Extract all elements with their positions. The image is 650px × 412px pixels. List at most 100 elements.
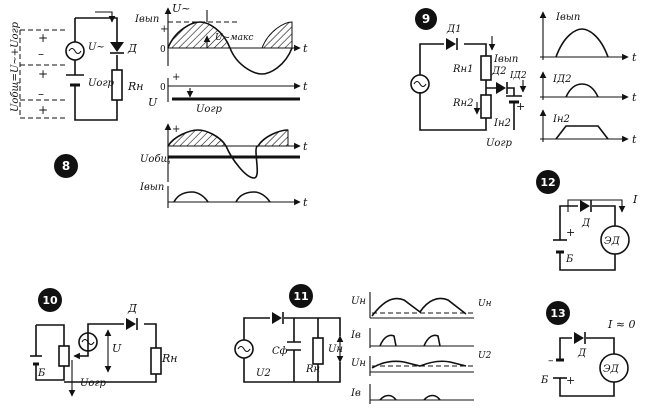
- figure-11: 11 U2 Cф Rн Uн Uн Uн Iв: [234, 284, 492, 404]
- figure-9-circuit: Д1 Д2 Rн1 Rн2 Iвып IД2 Iн2 Uогр +: [410, 24, 527, 149]
- diode-symbol: [126, 318, 136, 330]
- ac-source-symbol: [234, 339, 254, 359]
- svg-text:+: +: [516, 100, 525, 113]
- battery-label: Б: [565, 254, 574, 265]
- svg-text:+: +: [38, 31, 48, 45]
- output-current-pulse: [555, 28, 609, 58]
- svg-text:–: –: [38, 47, 44, 61]
- load-2-current-label: Iн2: [493, 118, 511, 129]
- potentiometer-symbol: [58, 345, 70, 367]
- plot-ylabel: Uн: [351, 296, 366, 307]
- plot-peak-label: U~макс: [215, 33, 253, 43]
- plot-ylabel: Iвып: [555, 12, 580, 23]
- plot-axis-label: t: [632, 133, 637, 146]
- figure-10-badge: 10: [38, 288, 62, 312]
- plot-ylabel: Uобщ: [140, 154, 171, 165]
- total-voltage-label: Uобщ=U~+Uогр: [10, 21, 21, 112]
- source-voltage-label: U: [112, 342, 122, 355]
- figure-8-circuit: + – + – + Д Rн U~ Uогр Uобщ=U~+Uогр: [10, 11, 144, 121]
- plot-ylabel: Iн2: [552, 114, 570, 125]
- load-voltage-label: Uн: [328, 344, 343, 355]
- motor-symbol: [599, 353, 629, 383]
- figure-8-badge: 8: [54, 154, 78, 178]
- resistor-1-symbol: [480, 55, 492, 81]
- current-label: I: [632, 193, 638, 206]
- svg-text:+: +: [172, 124, 180, 135]
- svg-text:0: 0: [160, 45, 166, 55]
- svg-text:+: +: [566, 226, 575, 239]
- diode-label: Д: [581, 218, 591, 229]
- figure-10: 10 Д Rн U Uогр Б: [30, 288, 178, 397]
- svg-text:+: +: [38, 67, 48, 81]
- resistor-2-symbol: [480, 94, 492, 119]
- total-voltage-wave: [167, 129, 289, 179]
- figure-9-plots: Iвып t IД2 t Iн2 t: [539, 11, 637, 146]
- svg-text:0: 0: [160, 83, 166, 93]
- svg-text:+: +: [566, 374, 575, 387]
- plot-ylabel: Iв: [350, 388, 361, 399]
- plot-axis-label: t: [303, 140, 308, 153]
- plot-bias-label: Uогр: [196, 104, 223, 115]
- diode-label: Д: [577, 348, 587, 359]
- figure-12: 12 ЭД Д Б I +: [536, 170, 638, 271]
- svg-text:+: +: [160, 24, 168, 35]
- plot-ylabel: Iвып: [134, 14, 159, 25]
- plot-ylabel: Uн: [351, 358, 366, 369]
- output-current-pulse: [173, 191, 209, 203]
- bias-voltage-label: Uогр: [88, 78, 115, 89]
- diode-symbol: [580, 200, 590, 212]
- load-resistor-symbol: [312, 337, 324, 365]
- ripple-voltage-wave: [371, 297, 467, 317]
- battery-label: Б: [540, 375, 549, 386]
- resistor-1-label: Rн1: [452, 64, 473, 75]
- figure-12-circuit: ЭД Д Б I +: [553, 193, 638, 271]
- source-sine-wave: [167, 21, 293, 75]
- diode-current-pulses: [379, 334, 441, 347]
- diode-1-label: Д1: [446, 24, 462, 35]
- plot-axis-label: t: [632, 51, 637, 64]
- diode-1-symbol: [446, 38, 456, 50]
- figure-number: 12: [540, 176, 555, 189]
- plot-axis-label: t: [632, 91, 637, 104]
- figure-13-badge: 13: [546, 301, 570, 325]
- resistor-2-label: Rн2: [452, 98, 473, 109]
- motor-symbol: [600, 225, 630, 255]
- load-label: Rн: [161, 352, 178, 365]
- diode-label: Д: [127, 42, 138, 55]
- diode-2-label: Д2: [491, 66, 507, 77]
- output-current-pulse: [235, 191, 271, 203]
- diode-2-symbol: [496, 82, 506, 94]
- load-2-current-pulse: [555, 125, 609, 140]
- load-label: Rн: [127, 80, 144, 93]
- diode-current-pulses: [379, 394, 441, 401]
- figure-number: 8: [62, 159, 70, 173]
- load-label: Rн: [305, 364, 320, 375]
- svg-text:–: –: [548, 354, 554, 367]
- svg-text:+: +: [172, 72, 180, 83]
- ac-source-symbol: [78, 332, 98, 352]
- battery-label: Б: [37, 368, 46, 379]
- motor-label: ЭД: [603, 364, 620, 375]
- source-voltage-label: U~: [88, 42, 105, 53]
- plot-ylabel: Iв: [350, 330, 361, 341]
- figure-11-plots: Uн Uн Iв Uн U2 Iв: [350, 292, 492, 404]
- current-label: I ≈ 0: [607, 318, 636, 331]
- svg-text:+: +: [38, 103, 48, 117]
- diode-symbol: [272, 312, 282, 324]
- bias-voltage-label: Uогр: [486, 138, 513, 149]
- figure-10-circuit: Д Rн U Uогр Б: [30, 302, 178, 397]
- plot-ylabel: Iвып: [139, 182, 164, 193]
- source-voltage-label: U2: [256, 368, 271, 379]
- plot-tag: U2: [478, 351, 492, 361]
- figure-9: 9 Д1 Д2 Rн1 Rн2 Iвып IД2 Iн2 Uогр +: [410, 8, 637, 149]
- figure-11-circuit: U2 Cф Rн Uн: [234, 312, 344, 383]
- figure-8: + – + – + Д Rн U~ Uогр Uобщ=U~+Uогр 0 + …: [10, 2, 308, 209]
- figure-8-plots: 0 + Iвып U~ U~макс t 0 + t U Uогр + Uобщ: [134, 2, 308, 209]
- motor-label: ЭД: [604, 236, 621, 247]
- capacitor-label: Cф: [272, 346, 288, 357]
- plot-source-label: U~: [172, 2, 191, 15]
- figure-number: 10: [42, 294, 58, 307]
- plot-tag: Uн: [478, 299, 492, 309]
- ac-source-symbol: [65, 41, 85, 61]
